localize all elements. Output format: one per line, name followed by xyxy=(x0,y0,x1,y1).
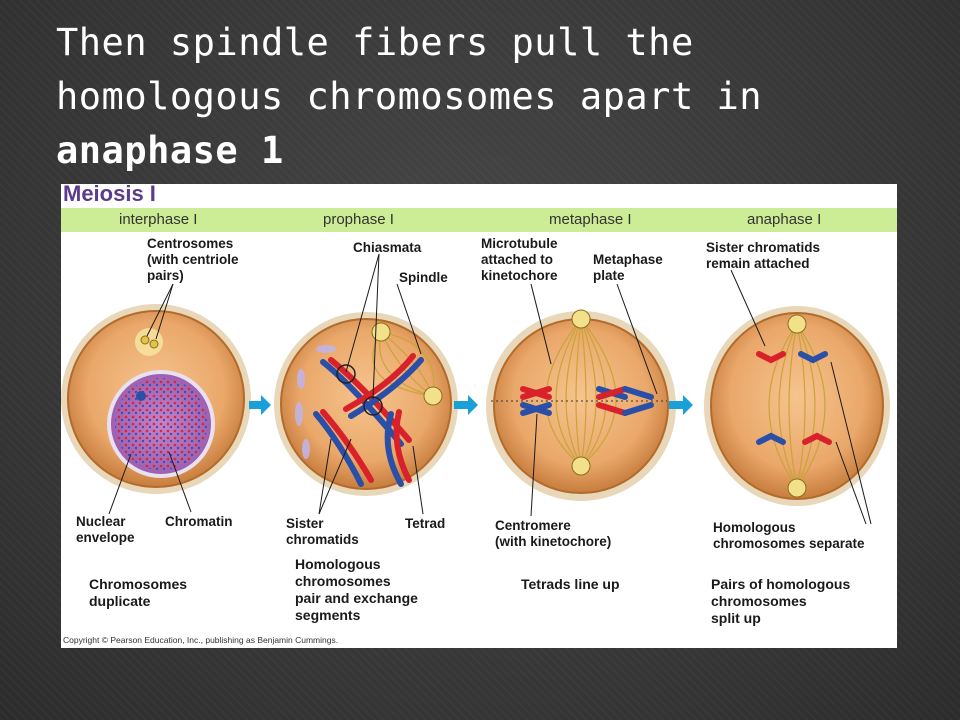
arrow-icon-1 xyxy=(249,395,271,415)
stage-prophase: prophase I xyxy=(323,211,394,228)
label-line: kinetochore xyxy=(481,268,558,283)
stage-interphase: interphase I xyxy=(119,211,198,228)
caption-interphase: Chromosomes duplicate xyxy=(89,576,187,610)
caption-line: pair and exchange xyxy=(295,590,418,606)
meiosis-diagram xyxy=(61,253,890,525)
label-line: remain attached xyxy=(706,256,810,271)
interphase-cell xyxy=(61,304,251,494)
slide-title: Then spindle fibers pull the homologous … xyxy=(56,16,916,178)
caption-line: chromosomes xyxy=(711,593,807,609)
arrow-icon-2 xyxy=(454,395,478,415)
label-spindle: Spindle xyxy=(399,270,448,285)
label-homologous-separate: Homologous chromosomes separate xyxy=(713,520,865,552)
label-sister-attached: Sister chromatids remain attached xyxy=(706,240,820,272)
label-line: Microtubule xyxy=(481,236,558,251)
label-line: (with centriole xyxy=(147,252,239,267)
copyright: Copyright © Pearson Education, Inc., pub… xyxy=(63,635,339,645)
caption-prophase: Homologous chromosomes pair and exchange… xyxy=(295,556,418,624)
caption-line: chromosomes xyxy=(295,573,391,589)
caption-line: Pairs of homologous xyxy=(711,576,851,592)
stage-anaphase: anaphase I xyxy=(747,211,822,228)
label-sister-chromatids: Sister chromatids xyxy=(286,516,359,548)
label-line: (with kinetochore) xyxy=(495,534,612,549)
label-line: Homologous xyxy=(713,520,796,535)
centrosome-icon xyxy=(135,328,163,356)
caption-line: Tetrads line up xyxy=(521,576,620,592)
label-line: chromatids xyxy=(286,532,359,547)
figure-header: Meiosis I xyxy=(61,184,897,208)
stage-bar xyxy=(61,208,897,232)
label-line: attached to xyxy=(481,252,554,267)
label-line: pairs) xyxy=(147,268,184,283)
title-line-2: homologous chromosomes apart in xyxy=(56,75,763,118)
caption-line: duplicate xyxy=(89,593,151,609)
caption-metaphase: Tetrads line up xyxy=(521,576,620,593)
metaphase-cell xyxy=(486,309,676,501)
arrow-icon-3 xyxy=(669,395,693,415)
label-line: Centrosomes xyxy=(147,236,234,251)
anaphase-cell xyxy=(704,306,890,506)
label-centrosomes: Centrosomes (with centriole pairs) xyxy=(147,236,239,284)
label-line: Sister xyxy=(286,516,324,531)
caption-line: segments xyxy=(295,607,361,623)
title-line-3: anaphase 1 xyxy=(56,124,916,178)
caption-line: Chromosomes xyxy=(89,576,188,592)
caption-line: split up xyxy=(711,610,761,626)
label-line: Nuclear xyxy=(76,514,126,529)
caption-line: Homologous xyxy=(295,556,381,572)
label-tetrad: Tetrad xyxy=(405,516,446,531)
figure-heading: Meiosis I xyxy=(63,184,156,206)
label-metaphase-plate: Metaphase plate xyxy=(593,252,663,284)
meiosis-figure: Meiosis I interphase I prophase I metaph… xyxy=(61,184,897,648)
stage-metaphase: metaphase I xyxy=(549,211,632,228)
label-chiasmata: Chiasmata xyxy=(353,240,422,255)
label-chromatin: Chromatin xyxy=(165,514,233,529)
leader-lines xyxy=(108,253,872,525)
label-line: envelope xyxy=(76,530,135,545)
title-emphasis: anaphase 1 xyxy=(56,129,284,172)
label-nuclear-envelope: Nuclear envelope xyxy=(76,514,135,546)
prophase-cell xyxy=(274,312,458,496)
label-line: Sister chromatids xyxy=(706,240,821,255)
label-line: Centromere xyxy=(495,518,571,533)
label-line: chromosomes separate xyxy=(713,536,865,551)
label-line: Metaphase xyxy=(593,252,663,267)
label-line: plate xyxy=(593,268,625,283)
label-microtubule: Microtubule attached to kinetochore xyxy=(481,236,558,284)
title-line-1: Then spindle fibers pull the xyxy=(56,21,694,64)
label-centromere: Centromere (with kinetochore) xyxy=(495,518,611,550)
caption-anaphase: Pairs of homologous chromosomes split up xyxy=(711,576,850,627)
